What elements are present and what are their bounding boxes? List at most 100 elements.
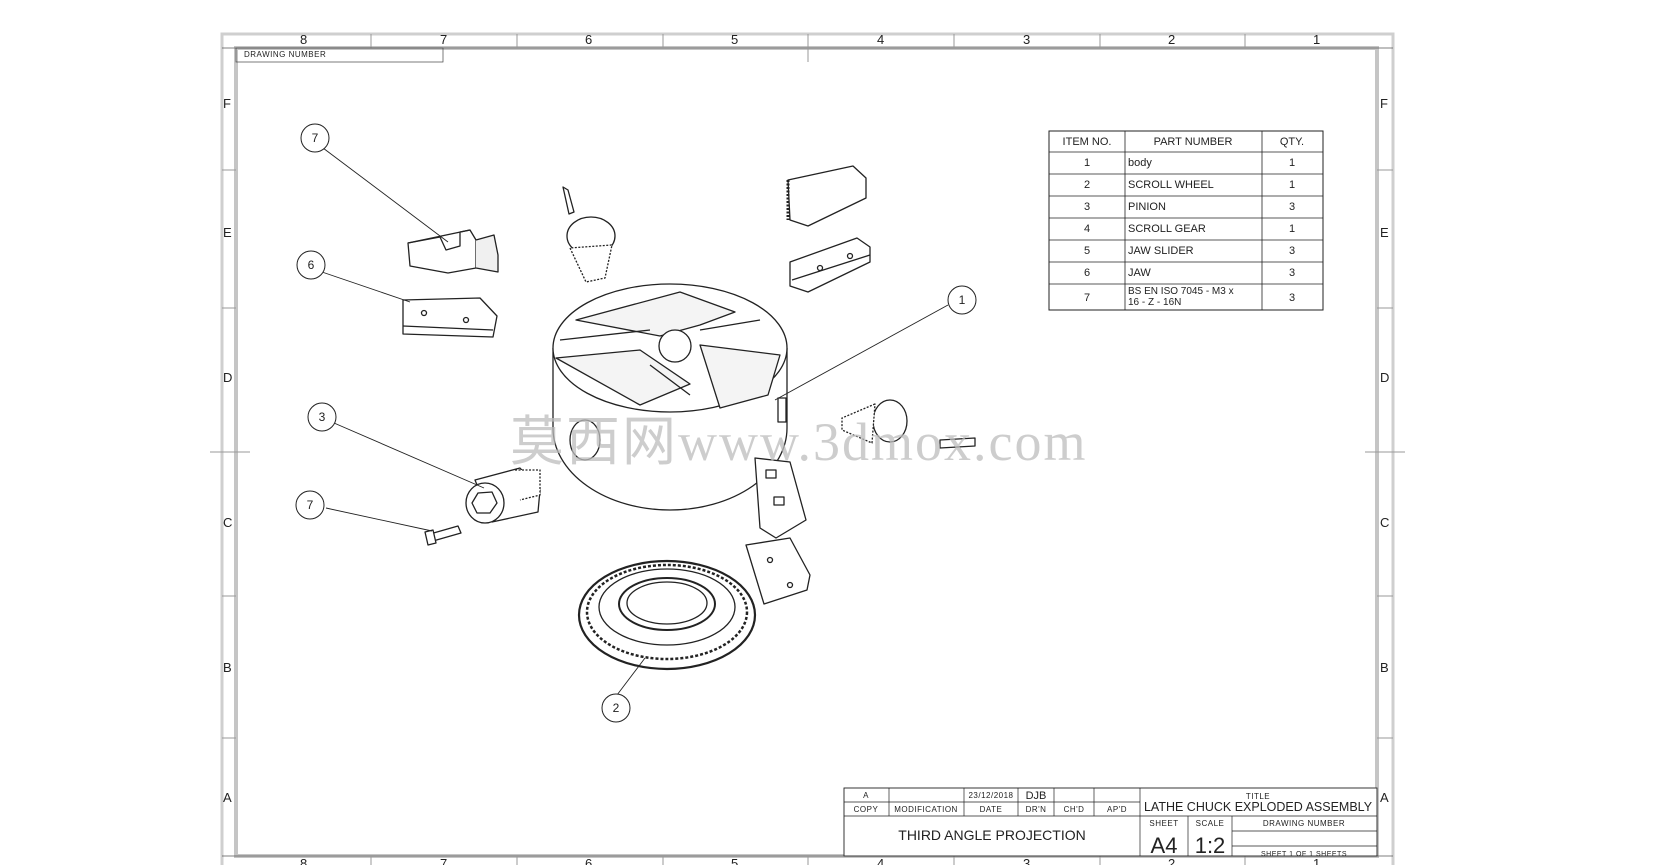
zone-row-e-left: E — [223, 225, 232, 240]
bom-row-2-item: 2 — [1084, 179, 1090, 191]
jaw-slider-lower — [745, 537, 811, 605]
tb-projection: THIRD ANGLE PROJECTION — [898, 827, 1085, 843]
zone-row-f-left: F — [223, 96, 231, 111]
tb-scale: 1:2 — [1195, 833, 1226, 858]
balloon-5-label: 6 — [308, 258, 315, 272]
bom-row-7-qty: 3 — [1289, 292, 1295, 304]
leader-lines — [321, 147, 949, 696]
bom-row-6-part: JAW — [1128, 267, 1151, 279]
balloon-7-label: 7 — [307, 498, 314, 512]
zone-col-8-bottom: 8 — [300, 856, 307, 865]
bom-header-item: ITEM NO. — [1063, 136, 1112, 148]
bom-table: ITEM NO. PART NUMBER QTY. 1 body 1 2 SCR… — [1048, 130, 1324, 311]
zone-col-3-bottom: 3 — [1023, 856, 1030, 865]
bom-header-part: PART NUMBER — [1154, 136, 1233, 148]
zone-row-d-right: D — [1380, 370, 1389, 385]
zone-col-5-bottom: 5 — [731, 856, 738, 865]
bom-row-5-qty: 3 — [1289, 245, 1295, 257]
tb-col-modification: MODIFICATION — [894, 805, 958, 814]
zone-col-1-top: 1 — [1313, 32, 1320, 47]
bom-row-4-item: 4 — [1084, 223, 1090, 235]
zone-ticks — [210, 34, 1405, 865]
balloon-6: 7 — [300, 123, 330, 153]
zone-col-3-top: 3 — [1023, 32, 1030, 47]
bom-row-7-part-line2: 16 - Z - 16N — [1128, 297, 1181, 308]
pinion-left — [465, 467, 541, 524]
bom-row-7-item: 7 — [1084, 292, 1090, 304]
bom-row-1-item: 1 — [1084, 157, 1090, 169]
pinion-top — [562, 186, 616, 283]
balloon-1: 1 — [947, 285, 977, 315]
bom-row-1-qty: 1 — [1289, 157, 1295, 169]
chuck-body — [552, 283, 788, 511]
bom-row-5-item: 5 — [1084, 245, 1090, 257]
bom-row-3-qty: 3 — [1289, 201, 1295, 213]
balloon-6-label: 7 — [312, 131, 319, 145]
zone-row-a-left: A — [223, 790, 232, 805]
jaw-lower — [754, 457, 807, 539]
bom-row-7-part-line1: BS EN ISO 7045 - M3 x — [1128, 286, 1234, 297]
bom-row-3-item: 3 — [1084, 201, 1090, 213]
zone-col-5-top: 5 — [731, 32, 738, 47]
zone-col-6-bottom: 6 — [585, 856, 592, 865]
balloon-3: 3 — [307, 402, 337, 432]
jaw-slider-right-top — [789, 237, 871, 293]
bom-row-2-part: SCROLL WHEEL — [1128, 179, 1214, 191]
balloon-1-label: 1 — [959, 293, 966, 307]
tb-col-apd: AP'D — [1107, 805, 1127, 814]
balloon-2: 2 — [601, 693, 631, 723]
tb-rev: A — [863, 791, 869, 800]
zone-col-8-top: 8 — [300, 32, 307, 47]
tb-sheet-of: SHEET 1 OF 1 SHEETS — [1261, 851, 1347, 858]
tb-col-chd: CH'D — [1064, 805, 1085, 814]
exploded-parts — [402, 165, 976, 671]
zone-row-a-right: A — [1380, 790, 1389, 805]
bom-row-2-qty: 1 — [1289, 179, 1295, 191]
scroll-gear — [577, 559, 757, 671]
balloon-7: 7 — [295, 490, 325, 520]
zone-col-2-top: 2 — [1168, 32, 1175, 47]
bom-row-6-item: 6 — [1084, 267, 1090, 279]
bom-row-6-qty: 3 — [1289, 267, 1295, 279]
balloon-3-label: 3 — [319, 410, 326, 424]
zone-row-f-right: F — [1380, 96, 1388, 111]
tb-drawn-by: DJB — [1026, 790, 1047, 802]
tb-sheet-size: A4 — [1151, 833, 1178, 858]
tb-col-copy: COPY — [854, 805, 879, 814]
zone-col-4-bottom: 4 — [877, 856, 884, 865]
zone-col-4-top: 4 — [877, 32, 884, 47]
zone-col-2-bottom: 2 — [1168, 856, 1175, 865]
zone-row-d-left: D — [223, 370, 232, 385]
tb-title: LATHE CHUCK EXPLODED ASSEMBLY — [1144, 800, 1373, 814]
zone-row-e-right: E — [1380, 225, 1389, 240]
bom-row-4-qty: 1 — [1289, 223, 1295, 235]
bom-row-3-part: PINION — [1128, 201, 1166, 213]
bom-row-4-part: SCROLL GEAR — [1128, 223, 1206, 235]
top-drawing-number-box — [235, 47, 444, 63]
tb-sheet-label: SHEET — [1149, 819, 1178, 828]
tb-rev-date: 23/12/2018 — [968, 791, 1013, 800]
zone-row-b-right: B — [1380, 660, 1389, 675]
zone-col-6-top: 6 — [585, 32, 592, 47]
zone-col-1-bottom: 1 — [1313, 856, 1320, 865]
screw — [424, 525, 462, 546]
zone-row-c-left: C — [223, 515, 232, 530]
jaw-right-top — [786, 165, 867, 227]
watermark-text: 莫西网www.3dmox.com — [510, 412, 1087, 472]
tb-scale-label: SCALE — [1196, 819, 1225, 828]
jaw-left — [407, 229, 499, 274]
balloon-2-label: 2 — [613, 701, 620, 715]
tb-title-label: TITLE — [1246, 792, 1270, 801]
top-drawing-number-label: DRAWING NUMBER — [244, 50, 326, 59]
bom-header-qty: QTY. — [1280, 136, 1304, 148]
bom-row-1-part: body — [1128, 157, 1152, 169]
pinion-right — [841, 399, 976, 449]
tb-col-drn: DR'N — [1026, 805, 1047, 814]
tb-drawing-number-label: DRAWING NUMBER — [1263, 819, 1345, 828]
jaw-slider-left — [402, 297, 498, 338]
zone-row-c-right: C — [1380, 515, 1389, 530]
balloon-5: 6 — [296, 250, 326, 280]
bom-row-5-part: JAW SLIDER — [1128, 245, 1194, 257]
zone-row-b-left: B — [223, 660, 232, 675]
